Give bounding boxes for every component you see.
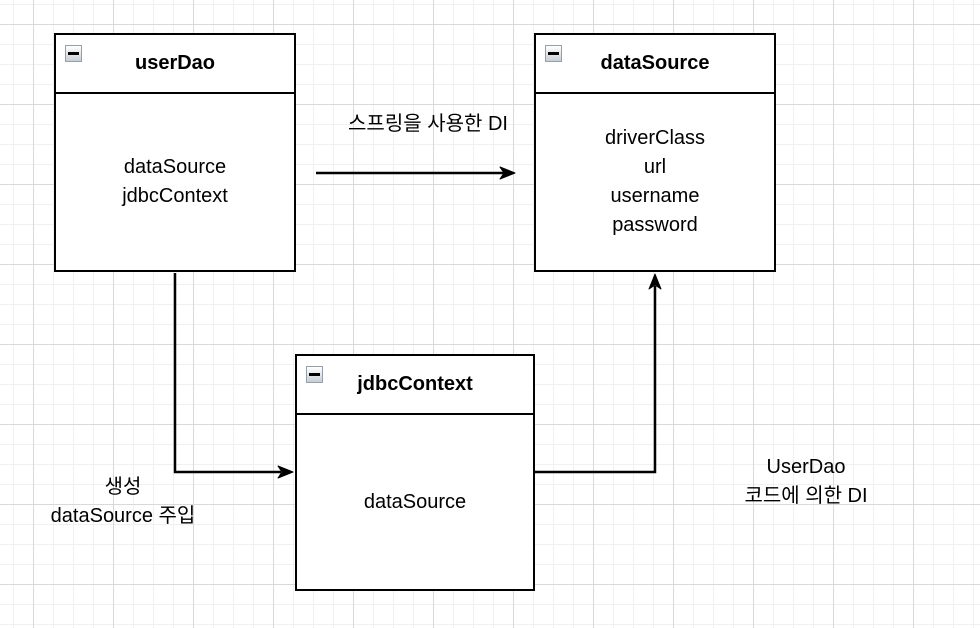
collapse-icon[interactable]: [545, 45, 562, 62]
collapse-icon[interactable]: [306, 366, 323, 383]
label-creation-line1: 생성: [104, 476, 142, 498]
minus-icon: [548, 52, 559, 55]
node-userdao-body: dataSource jdbcContext: [56, 94, 294, 270]
arrowhead-right-icon: [277, 465, 294, 479]
edge-spring-di[interactable]: [316, 166, 516, 180]
label-userdao-di-line2: 코드에 의한 DI: [744, 485, 868, 507]
label-creation-line2: dataSource 주입: [50, 505, 196, 527]
node-datasource-header: dataSource: [536, 35, 774, 94]
field-line: dataSource: [123, 156, 227, 178]
arrowhead-up-icon: [648, 273, 662, 290]
field-line: url: [643, 156, 667, 178]
node-datasource-body: driverClass url username password: [536, 94, 774, 270]
field-line: password: [612, 214, 698, 236]
edge-userdao-di[interactable]: [535, 273, 662, 474]
node-title: userDao: [134, 52, 216, 74]
label-userdao-di: UserDao 코드에 의한 DI: [693, 453, 919, 511]
node-title: dataSource: [600, 52, 710, 74]
minus-icon: [309, 373, 320, 376]
node-title: jdbcContext: [357, 373, 473, 395]
edge-creation[interactable]: [173, 273, 294, 479]
field-line: driverClass: [604, 127, 706, 149]
node-datasource[interactable]: dataSource driverClass url username pass…: [534, 33, 776, 272]
minus-icon: [68, 52, 79, 55]
arrowhead-right-icon: [499, 166, 516, 180]
label-spring-di: 스프링을 사용한 DI: [348, 113, 508, 135]
field-line: dataSource: [363, 490, 467, 513]
label-creation: 생성 dataSource 주입: [18, 473, 228, 531]
field-line: jdbcContext: [122, 185, 228, 207]
collapse-icon[interactable]: [65, 45, 82, 62]
node-jdbccontext-body: dataSource: [297, 415, 533, 589]
label-userdao-di-line1: UserDao: [766, 456, 846, 478]
node-jdbccontext-header: jdbcContext: [297, 356, 533, 415]
field-line: username: [610, 185, 700, 207]
node-userdao[interactable]: userDao dataSource jdbcContext: [54, 33, 296, 272]
node-userdao-header: userDao: [56, 35, 294, 94]
node-jdbccontext[interactable]: jdbcContext dataSource: [295, 354, 535, 591]
